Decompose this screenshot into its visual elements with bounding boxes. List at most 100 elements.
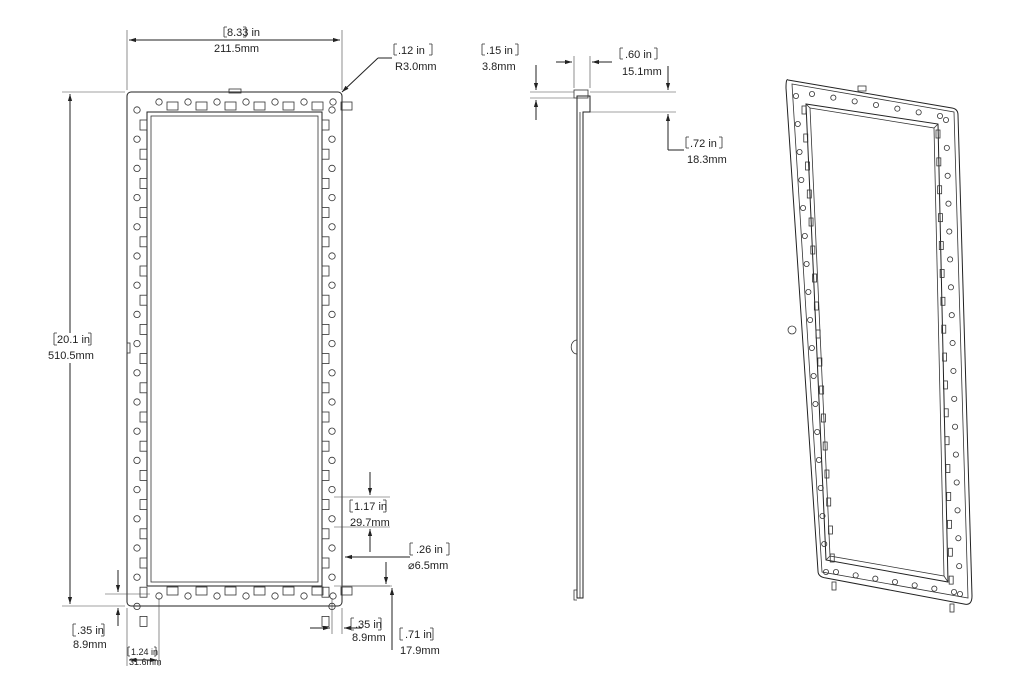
iso-mounting-holes	[793, 91, 964, 613]
iso-clip	[817, 357, 823, 367]
iso-hole	[957, 591, 964, 598]
iso-hole	[944, 172, 951, 179]
mounting-hole	[133, 456, 141, 464]
mounting-hole	[328, 427, 336, 435]
clip	[139, 177, 148, 189]
mounting-hole	[213, 592, 221, 600]
clip	[321, 557, 330, 569]
iso-hole	[947, 284, 954, 291]
iso-hole	[872, 575, 879, 582]
clip	[340, 586, 353, 596]
iso-hole	[794, 121, 801, 128]
iso-clip	[808, 217, 814, 227]
mounting-hole	[328, 106, 336, 114]
radius-mm-label: R3.0mm	[395, 61, 437, 73]
iso-hole	[952, 451, 959, 458]
mounting-hole	[328, 281, 336, 289]
iso-hole	[954, 507, 961, 514]
clip	[321, 236, 330, 248]
mounting-hole	[155, 98, 163, 106]
bottom-edge-in-label: .35 in	[77, 625, 104, 637]
clip	[253, 101, 266, 111]
mounting-hole	[242, 98, 250, 106]
iso-clip	[822, 441, 828, 451]
clip	[282, 586, 295, 596]
iso-clip	[938, 241, 944, 250]
mounting-hole	[213, 98, 221, 106]
mounting-hole	[133, 339, 141, 348]
iso-hole	[823, 569, 830, 576]
iso-hole	[950, 367, 957, 374]
iso-clip	[945, 464, 951, 473]
mounting-hole	[328, 515, 336, 523]
iso-hole	[815, 456, 822, 463]
clip	[139, 411, 148, 423]
mounting-clips	[139, 101, 353, 627]
mounting-hole	[133, 544, 141, 552]
side-notch	[126, 342, 131, 354]
mounting-hole	[328, 252, 336, 260]
iso-clip	[940, 296, 946, 306]
mounting-hole	[300, 98, 308, 106]
iso-hole	[819, 513, 826, 520]
iso-hole	[796, 148, 803, 155]
iso-clip	[938, 213, 943, 223]
mounting-hole	[328, 164, 336, 172]
iso-clip	[947, 547, 953, 557]
iso-hole	[817, 484, 824, 491]
mounting-hole	[184, 98, 192, 106]
mounting-hole	[271, 592, 279, 600]
clip	[253, 586, 266, 596]
iso-hole	[943, 117, 950, 124]
iso-hole	[949, 340, 956, 347]
pitch-mm-label: 29.7mm	[350, 517, 390, 529]
clip	[139, 294, 148, 306]
clip	[321, 207, 330, 219]
clip	[321, 528, 330, 540]
clip	[321, 119, 330, 131]
iso-hole	[812, 400, 819, 407]
right-edge-mm-label: 8.9mm	[352, 632, 386, 644]
iso-clip	[826, 497, 832, 507]
iso-clip	[801, 105, 807, 115]
iso-hole	[951, 589, 958, 596]
iso-hole	[852, 572, 859, 579]
iso-hole	[798, 176, 805, 183]
mounting-hole	[329, 592, 337, 600]
mounting-hole	[300, 592, 308, 600]
clip	[139, 528, 148, 540]
iso-clip	[821, 413, 826, 423]
clip	[139, 440, 148, 452]
clip	[224, 101, 237, 111]
mounting-hole	[133, 310, 141, 318]
iso-clip	[810, 245, 816, 255]
iso-clip	[805, 161, 810, 171]
mounting-hole	[133, 252, 141, 260]
lip-in-label: .72 in	[690, 138, 717, 150]
bottom-edge-mm-label: 8.9mm	[73, 639, 107, 651]
iso-hole	[956, 563, 963, 570]
front-view: 8.33 in 211.5mm .12 in R3.0mm 20.1 in 51…	[48, 26, 450, 667]
iso-hole	[955, 535, 962, 542]
iso-hole	[821, 541, 828, 548]
mounting-holes	[133, 98, 337, 611]
iso-hole	[948, 312, 955, 319]
iso-hole	[931, 585, 938, 592]
height-mm-label: 510.5mm	[48, 350, 94, 362]
mounting-hole	[184, 592, 192, 600]
height-in-label: 20.1 in	[57, 334, 90, 346]
lip-mm-label: 18.3mm	[687, 154, 727, 166]
clip	[139, 353, 148, 365]
mounting-hole	[133, 427, 141, 435]
iso-hole	[810, 372, 817, 379]
mounting-hole	[133, 602, 141, 611]
iso-clip	[815, 329, 821, 339]
iso-clip	[943, 408, 949, 418]
clip	[139, 557, 148, 569]
isometric-view	[785, 79, 973, 613]
right-offset-mm-label: 17.9mm	[400, 645, 440, 657]
clip	[139, 148, 148, 160]
flange-mm-label: 3.8mm	[482, 61, 516, 73]
iso-clip	[943, 380, 948, 390]
